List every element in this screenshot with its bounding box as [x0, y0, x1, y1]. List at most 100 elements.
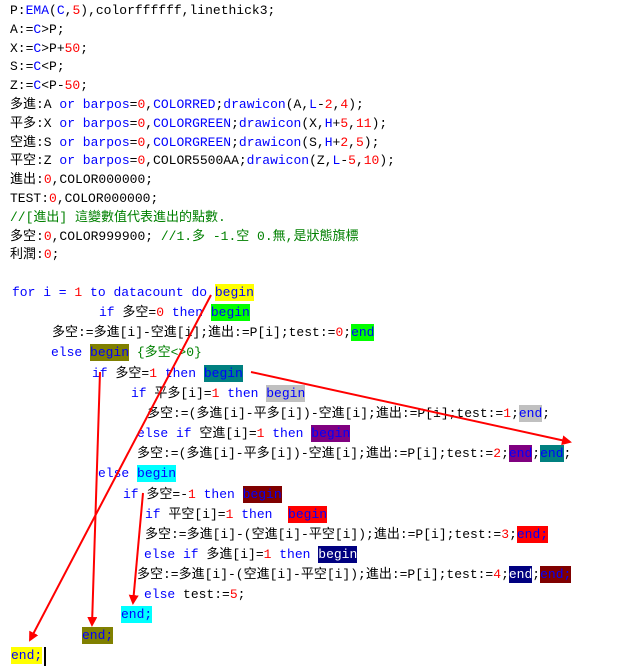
code-token: ; — [237, 587, 246, 603]
code-line[interactable]: end; — [121, 605, 153, 624]
code-token: 平空:Z — [10, 153, 60, 169]
code-line[interactable]: S:=C<P; — [10, 57, 65, 76]
code-line[interactable]: else begin {多空<>0} — [51, 343, 202, 362]
code-token: , — [64, 3, 73, 18]
code-token: 3 — [501, 526, 510, 542]
code-token: 1 — [211, 385, 220, 401]
code-token: 2 — [340, 134, 349, 150]
code-token: if — [145, 506, 169, 522]
code-token: 多空=- — [146, 486, 189, 502]
code-line[interactable]: if 多空=-1 then begin — [123, 485, 282, 504]
code-token: ; — [215, 97, 224, 112]
code-line[interactable]: if 平多[i]=1 then begin — [131, 384, 306, 403]
code-token: 4 — [493, 567, 502, 583]
code-token: L — [332, 153, 341, 169]
code-line[interactable]: //[進出] 這變數值代表進出的點數. — [10, 208, 226, 227]
code-token: 1 — [263, 546, 272, 562]
highlighted-keyword: begin — [311, 425, 351, 443]
code-token: ); — [379, 153, 395, 169]
code-token: Z:= — [10, 78, 34, 94]
code-token: 0 — [137, 153, 146, 169]
code-token: or barpos — [59, 97, 130, 112]
code-token: = — [129, 134, 138, 150]
code-token: 4 — [340, 97, 349, 112]
code-token: 多空:=多進[i]-(空進[i]-平空[i]);進出:=P[i];test:= — [137, 567, 494, 583]
code-line[interactable]: if 多空=0 then begin — [99, 303, 250, 322]
code-token: else — [144, 587, 184, 603]
highlighted-keyword: begin — [203, 364, 243, 382]
code-token: to datacount do — [82, 285, 215, 300]
code-line[interactable]: if 多空=1 then begin — [92, 364, 243, 383]
code-line[interactable]: 多空:=多進[i]-(空進[i]-平空[i]);進出:=P[i];test:=4… — [137, 565, 572, 584]
code-token: then — [271, 546, 319, 562]
code-line[interactable]: 多進:A or barpos=0,COLORRED;drawicon(A,L-2… — [10, 95, 364, 114]
code-token: 1 — [149, 365, 158, 381]
code-token: drawicon — [238, 115, 302, 131]
code-line[interactable]: 空進:S or barpos=0,COLORGREEN;drawicon(S,H… — [10, 133, 379, 152]
code-token: else if — [137, 426, 200, 442]
code-token: 5 — [355, 134, 364, 150]
code-token: , — [145, 97, 154, 112]
code-line[interactable]: 多空:=多進[i]-(空進[i]-平空[i]);進出:=P[i];test:=3… — [145, 525, 549, 544]
code-token: 11 — [355, 115, 372, 131]
code-line[interactable]: A:=C>P; — [10, 20, 65, 39]
code-line[interactable]: 多空:=(多進[i]-平多[i])-空進[i];進出:=P[i];test:=1… — [147, 404, 550, 423]
code-line[interactable]: 多空:=多進[i]-空進[i];進出:=P[i];test:=0;end — [52, 323, 375, 342]
highlighted-keyword: end — [508, 445, 533, 463]
code-token: 多進[i]= — [206, 546, 264, 562]
code-token: ; — [231, 115, 239, 131]
code-token: //1.多 -1.空 0.無,是狀態旗標 — [160, 228, 359, 244]
code-line[interactable]: else if 多進[i]=1 then begin — [144, 545, 358, 564]
code-line[interactable]: end; — [82, 626, 114, 645]
highlighted-keyword: end; — [82, 626, 114, 644]
code-token: ; — [542, 405, 551, 421]
code-line[interactable]: 多空:0,COLOR999900; //1.多 -1.空 0.無,是狀態旗標 — [10, 227, 358, 246]
code-token: L — [309, 97, 317, 112]
code-line[interactable]: TEST:0,COLOR000000; — [10, 189, 158, 208]
code-token: 0 — [49, 191, 57, 206]
code-token: 10 — [363, 153, 380, 169]
highlighted-keyword: begin — [210, 304, 250, 322]
code-token: (Z, — [309, 153, 333, 169]
code-token: ; — [80, 78, 89, 94]
code-token: C — [33, 78, 42, 94]
code-line[interactable]: 利潤:0; — [10, 245, 59, 264]
code-line[interactable]: if 平空[i]=1 then begin — [145, 505, 328, 524]
code-token: 2 — [324, 97, 333, 112]
code-token: drawicon — [238, 134, 302, 150]
code-token: (S, — [301, 134, 325, 150]
code-token: if — [123, 486, 147, 502]
code-token: >P; — [41, 21, 65, 37]
code-line[interactable]: 平多:X or barpos=0,COLORGREEN;drawicon(X,H… — [10, 114, 387, 133]
code-line[interactable]: 多空:=(多進[i]-平多[i])-空進[i];進出:=P[i];test:=2… — [137, 444, 571, 463]
code-token: 多空:=多進[i]-空進[i];進出:=P[i];test:= — [52, 325, 336, 341]
code-token: 1 — [74, 285, 83, 300]
code-token: , — [348, 115, 356, 131]
code-token: 0 — [137, 115, 146, 131]
code-token: ; — [80, 40, 89, 56]
code-token: ( — [49, 3, 57, 18]
code-token: ; — [51, 247, 60, 263]
arrow-else-begin-to-end — [87, 371, 101, 627]
code-line[interactable]: X:=C>P+50; — [10, 39, 88, 58]
code-line[interactable]: P:EMA(C,5),colorffffff,linethick3; — [10, 1, 275, 20]
code-line[interactable]: else begin — [98, 464, 177, 483]
code-token: S:= — [10, 59, 34, 75]
highlighted-keyword: begin — [288, 505, 328, 523]
code-line[interactable]: 平空:Z or barpos=0,COLOR5500AA;drawicon(Z,… — [10, 151, 395, 170]
code-token: 0 — [43, 247, 52, 263]
highlighted-keyword: begin — [318, 545, 358, 563]
code-line[interactable]: for i = 1 to datacount do begin — [12, 283, 254, 302]
code-line[interactable]: end; — [11, 646, 43, 665]
code-line[interactable]: else if 空進[i]=1 then begin — [137, 424, 351, 443]
code-line[interactable]: Z:=C<P-50; — [10, 76, 88, 95]
highlighted-keyword: begin — [266, 384, 306, 402]
code-line[interactable]: 進出:0,COLOR000000; — [10, 170, 153, 189]
code-token: ; — [511, 405, 519, 421]
code-line[interactable]: else test:=5; — [144, 585, 245, 604]
highlighted-keyword: end; — [540, 566, 572, 584]
code-token: 50 — [64, 40, 81, 56]
code-token: , — [355, 153, 364, 169]
highlighted-keyword: end — [518, 404, 543, 422]
